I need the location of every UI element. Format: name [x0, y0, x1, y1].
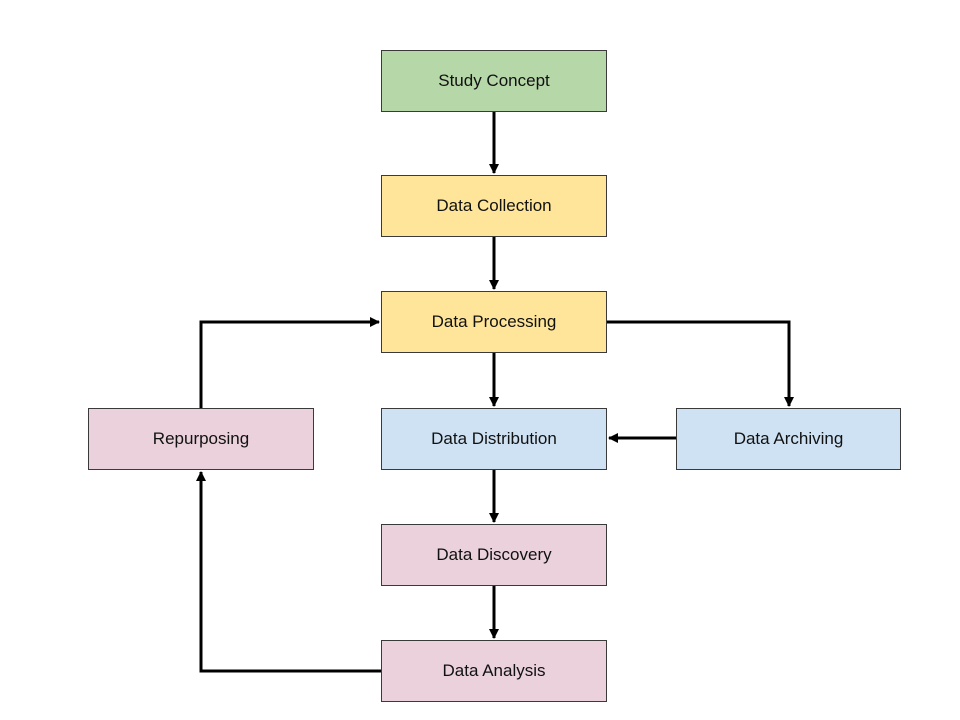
node-data-discovery: Data Discovery: [381, 524, 607, 586]
node-label: Data Processing: [431, 312, 557, 331]
node-label: Data Distribution: [431, 429, 557, 448]
node-repurposing: Repurposing: [88, 408, 314, 470]
node-label: Data Archiving: [733, 429, 844, 448]
node-study-concept: Study Concept: [381, 50, 607, 112]
node-data-processing: Data Processing: [381, 291, 607, 353]
node-label: Study Concept: [438, 71, 550, 90]
node-data-distribution: Data Distribution: [381, 408, 607, 470]
node-label: Data Analysis: [442, 661, 546, 680]
arrow-data-processing-to-data-archiving: [607, 320, 794, 407]
node-label: Data Discovery: [436, 545, 552, 564]
node-data-collection: Data Collection: [381, 175, 607, 237]
node-label: Repurposing: [152, 429, 250, 448]
arrow-data-analysis-to-repurposing: [196, 471, 381, 673]
arrow-repurposing-to-data-processing: [199, 317, 380, 408]
node-data-archiving: Data Archiving: [676, 408, 901, 470]
node-data-analysis: Data Analysis: [381, 640, 607, 702]
node-label: Data Collection: [436, 196, 552, 215]
